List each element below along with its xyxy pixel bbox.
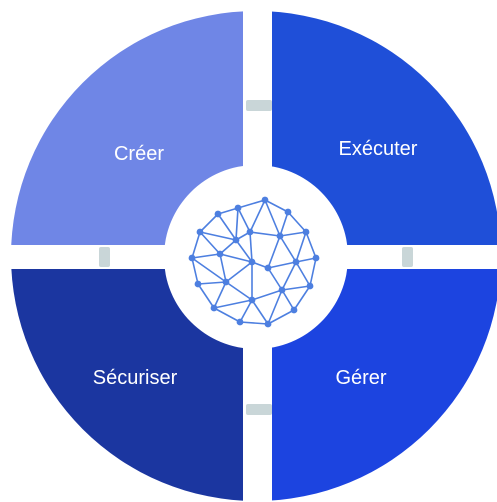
network-node: [188, 254, 196, 262]
network-edge: [191, 257, 199, 285]
network-edge: [225, 261, 253, 283]
network-node: [248, 258, 256, 266]
network-edge: [235, 239, 253, 263]
network-edge: [191, 253, 221, 259]
network-node: [284, 208, 292, 216]
network-edge: [279, 211, 289, 237]
network-node: [278, 286, 286, 294]
network-node: [196, 228, 204, 236]
network-edge: [295, 231, 307, 263]
network-edge: [249, 231, 253, 263]
label-gerer: Gérer: [335, 367, 386, 389]
network-node: [264, 320, 272, 328]
label-creer: Créer: [114, 143, 164, 165]
network-edge: [197, 283, 215, 309]
connector-top: [246, 100, 272, 111]
network-edge: [239, 321, 269, 325]
network-edge: [199, 231, 221, 255]
network-edge: [213, 299, 253, 309]
network-node: [290, 306, 298, 314]
network-node: [194, 280, 202, 288]
network-edge: [279, 231, 307, 237]
connector-left: [99, 247, 110, 267]
network-node: [264, 264, 272, 272]
network-edge: [235, 207, 239, 241]
network-node: [306, 282, 314, 290]
network-edge: [219, 239, 237, 255]
connector-bottom: [246, 404, 272, 415]
network-edge: [217, 207, 239, 215]
network-edge: [217, 213, 237, 241]
network-edge: [279, 235, 297, 263]
network-sphere-icon: [188, 196, 320, 328]
network-edge: [219, 253, 227, 283]
network-edge: [199, 213, 219, 233]
network-node: [210, 304, 218, 312]
network-node: [248, 296, 256, 304]
network-edge: [281, 261, 297, 291]
connector-right: [402, 247, 413, 267]
network-edge: [213, 307, 241, 323]
network-edge: [267, 261, 297, 269]
network-edge: [237, 207, 251, 233]
network-edge: [264, 199, 289, 213]
network-edge: [281, 285, 311, 291]
network-edge: [251, 289, 283, 301]
network-edge: [225, 281, 253, 301]
network-edge: [219, 253, 253, 263]
network-edge: [191, 231, 201, 259]
network-edge: [267, 309, 295, 325]
network-node: [222, 278, 230, 286]
network-node: [312, 254, 320, 262]
network-edge: [267, 235, 281, 269]
label-securiser: Sécuriser: [93, 367, 178, 389]
network-edge: [309, 257, 317, 287]
gap-connectors: [99, 100, 413, 415]
network-edge: [264, 199, 281, 237]
network-node: [236, 318, 244, 326]
network-node: [232, 236, 240, 244]
network-edge: [295, 261, 311, 287]
network-edge: [251, 299, 269, 325]
network-node: [302, 228, 310, 236]
network-edge: [237, 199, 266, 209]
network-edge: [281, 289, 295, 311]
network-node: [216, 250, 224, 258]
network-node: [214, 210, 222, 218]
network-edge: [197, 281, 227, 285]
network-node: [276, 232, 284, 240]
network-edge: [239, 299, 253, 323]
network-edge: [267, 289, 283, 325]
network-edge: [249, 231, 281, 237]
network-edge: [287, 211, 307, 233]
network-node: [261, 196, 269, 204]
network-node: [246, 228, 254, 236]
network-node: [234, 204, 242, 212]
network-edge: [267, 267, 283, 291]
network-edge: [293, 285, 311, 311]
network-node: [292, 258, 300, 266]
network-edge: [305, 231, 317, 259]
network-edge: [213, 281, 227, 309]
network-edge: [249, 199, 266, 233]
label-executer: Exécuter: [339, 138, 418, 160]
network-edge: [191, 257, 227, 283]
network-edge: [199, 231, 237, 241]
